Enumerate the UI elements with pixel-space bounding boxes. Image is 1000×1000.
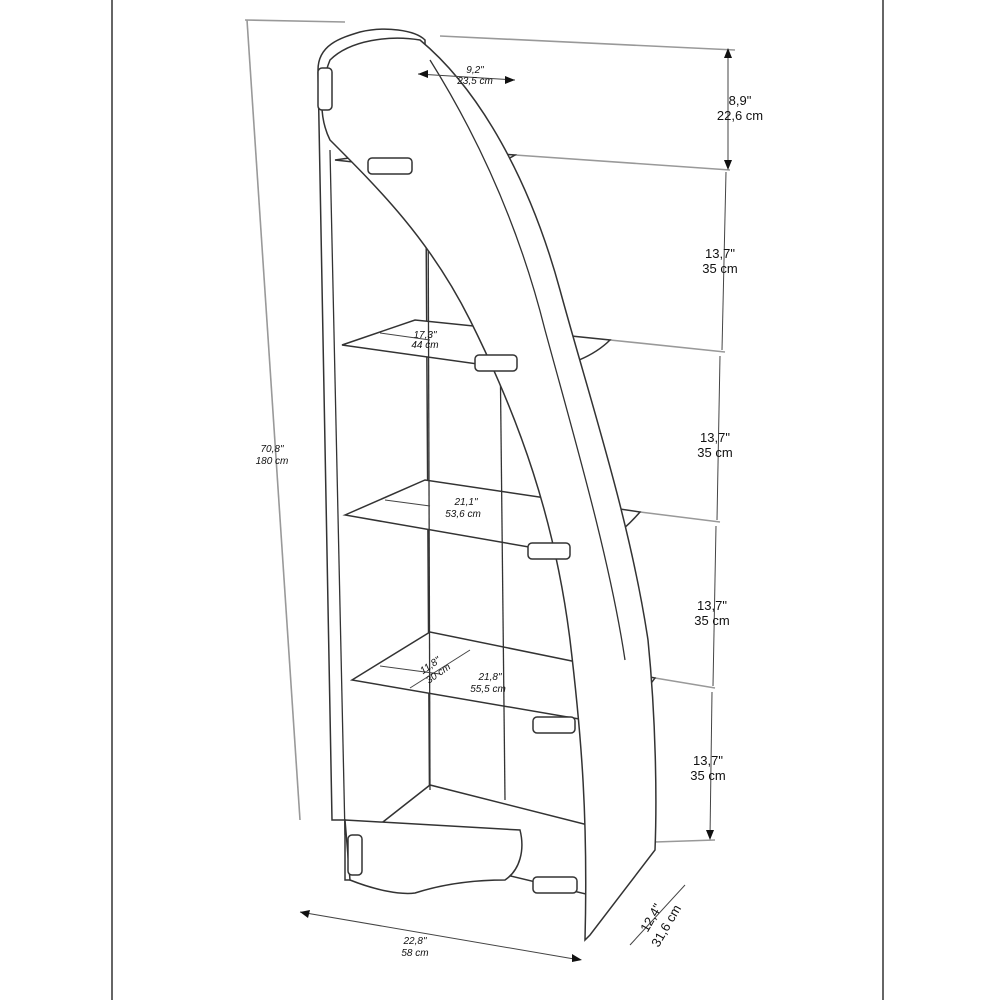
label-section-2-in: 13,7"	[700, 430, 730, 445]
handle-icon	[527, 542, 571, 560]
label-section-3-cm: 35 cm	[694, 613, 729, 628]
extension-lines	[244, 19, 736, 843]
label-overall-width-in: 22,8"	[402, 936, 426, 947]
handle-icon	[474, 354, 518, 372]
label-section-1-in: 13,7"	[705, 246, 735, 261]
handle-icon	[367, 157, 413, 175]
handle-icon	[347, 834, 363, 876]
label-shelf-4-width-in: 21,8"	[477, 672, 501, 683]
label-section-4-in: 13,7"	[693, 753, 723, 768]
handles	[317, 67, 578, 894]
label-section-2-cm: 35 cm	[697, 445, 732, 460]
label-overall-width-cm: 58 cm	[401, 948, 428, 959]
label-shelf-2-in: 17,3"	[413, 330, 436, 341]
handle-icon	[532, 716, 576, 734]
label-shelf-2-cm: 44 cm	[411, 340, 438, 351]
label-shelf-3-in: 21,1"	[453, 497, 477, 508]
label-shelf-4-width-cm: 55,5 cm	[470, 684, 506, 695]
label-section-1-cm: 35 cm	[702, 261, 737, 276]
label-overall-height-cm: 180 cm	[256, 456, 289, 467]
handle-icon	[317, 67, 333, 111]
handle-icon	[532, 876, 578, 894]
label-top-height-cm: 22,6 cm	[717, 108, 763, 123]
dimension-lines	[299, 48, 732, 962]
label-top-depth-cm: 23,5 cm	[456, 76, 493, 87]
base-plinth	[344, 819, 523, 895]
curved-side-panel	[321, 37, 657, 942]
label-top-height-in: 8,9"	[729, 93, 752, 108]
label-overall-height-in: 70,8"	[260, 444, 283, 455]
label-section-4-cm: 35 cm	[690, 768, 725, 783]
label-section-3-in: 13,7"	[697, 598, 727, 613]
label-top-depth-in: 9,2"	[466, 65, 484, 76]
label-shelf-3-cm: 53,6 cm	[445, 509, 481, 520]
